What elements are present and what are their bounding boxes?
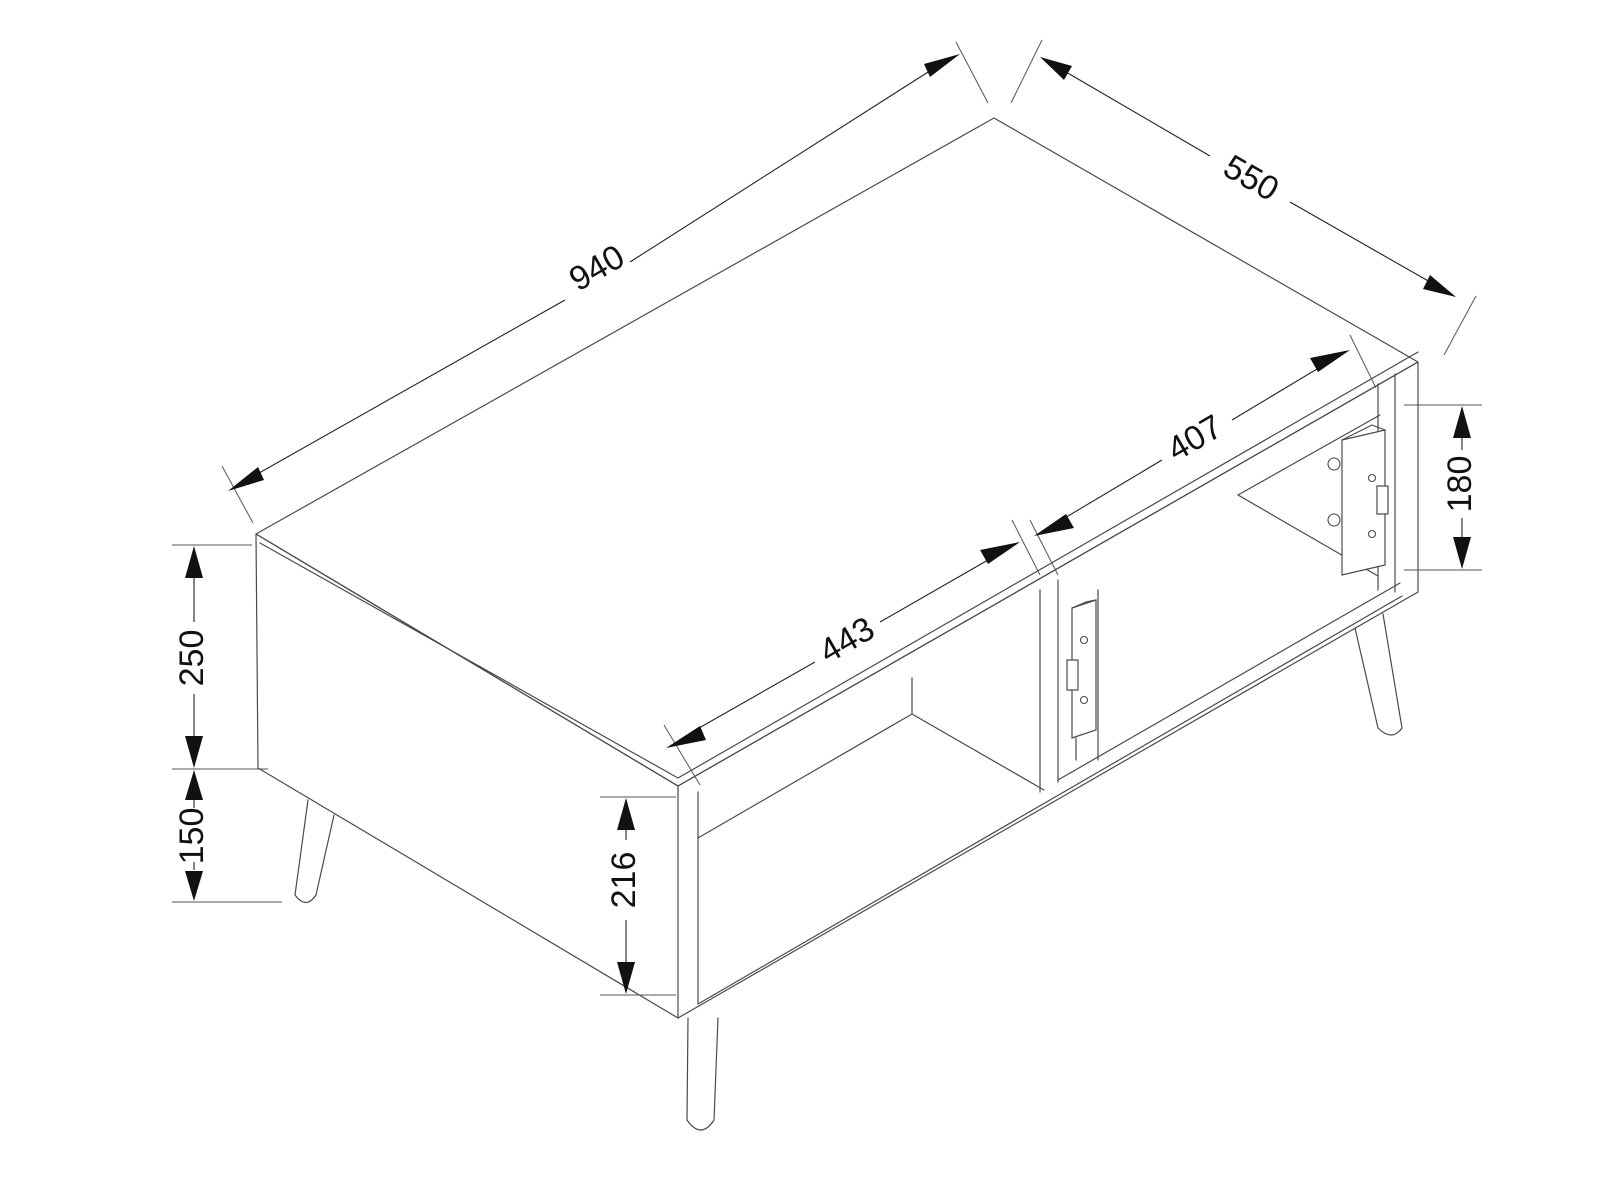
- dimension-drawer-right: 407: [1029, 334, 1377, 576]
- dimension-opening-height: 216: [600, 796, 676, 996]
- dimension-leg-height-label: 150: [173, 808, 211, 865]
- leg-back-right: [1354, 613, 1403, 736]
- dimension-body-height: 250: [172, 544, 268, 770]
- dimension-opening-height-label: 216: [605, 852, 643, 909]
- dimension-drawer-left-label: 443: [813, 610, 881, 671]
- dimension-length-label: 940: [563, 238, 631, 299]
- front-frame: [677, 361, 1419, 1019]
- dimension-depth: 550: [1010, 39, 1477, 356]
- left-open-compartment: [697, 579, 1059, 839]
- dimension-drawer-left: 443: [663, 519, 1041, 786]
- table-top: [255, 117, 1419, 787]
- drawer-side-panel-right: [1327, 424, 1389, 576]
- dimension-depth-label: 550: [1217, 148, 1285, 209]
- left-end-panel: [255, 533, 679, 1019]
- dimension-drawer-height: 180: [1404, 404, 1482, 571]
- dimension-body-height-label: 250: [173, 630, 211, 687]
- dimension-leg-height: 150: [172, 770, 282, 903]
- leg-back-left: [294, 799, 335, 904]
- leg-front-left: [686, 1017, 719, 1131]
- drawer-side-panel-left: [1066, 599, 1097, 761]
- dimension-drawer-height-label: 180: [1441, 456, 1479, 513]
- dimension-drawer-right-label: 407: [1161, 408, 1229, 469]
- dimension-length: 940: [221, 41, 989, 524]
